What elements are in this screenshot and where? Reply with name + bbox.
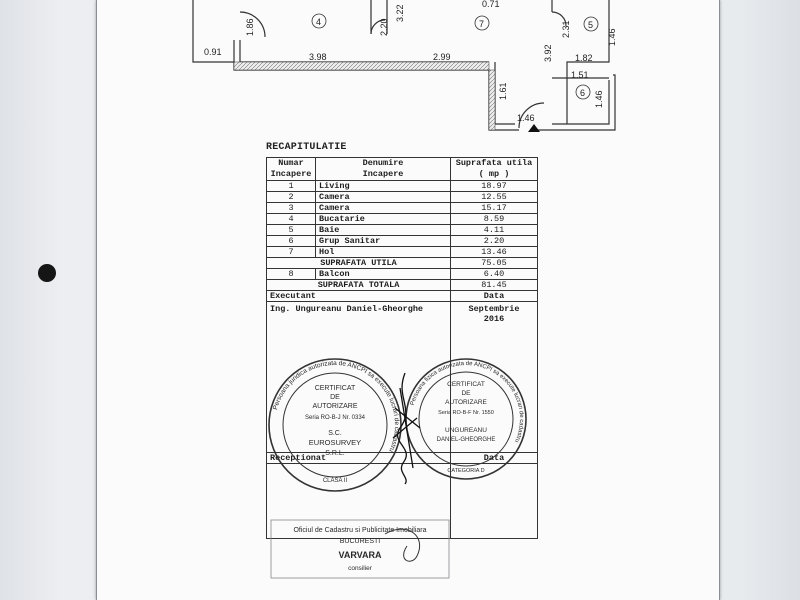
office-stamp-line: BUCURESTI — [340, 538, 381, 545]
company-stamp-line: CERTIFICAT — [315, 385, 356, 392]
person-stamp-line: DE — [461, 390, 471, 397]
dim-3-92: 3.92 — [543, 44, 553, 62]
dim-1-82: 1.82 — [575, 53, 593, 63]
person-stamp: Persoana fizica autorizata de ANCPI sa e… — [403, 355, 529, 488]
dim-0-71: 0.71 — [482, 0, 500, 9]
executant-date-month: Septembrie — [468, 304, 520, 314]
suprafata-utila-row: SUPRAFATA UTILA 75.05 — [266, 257, 538, 269]
recap-table: Numar Incapere Denumire Incapere Suprafa… — [266, 157, 538, 539]
executant-body-row: Ing. Ungureanu Daniel-Gheorghe Septembri… — [266, 301, 538, 453]
person-stamp-line: Seria RO-B-F Nr. 1550 — [438, 410, 494, 416]
header-row: Numar Incapere Denumire Incapere Suprafa… — [266, 157, 538, 181]
header-numar: Numar Incapere — [266, 157, 316, 181]
room-label-5: 5 — [588, 20, 593, 30]
dim-2-20: 2.20 — [379, 18, 389, 36]
dim-1-51: 1.51 — [571, 70, 589, 80]
dim-3-98: 3.98 — [309, 52, 327, 62]
document-sheet: 4 7 5 6 1.86 3.22 0.71 2.20 2.31 1.46 0.… — [96, 0, 720, 600]
binder-hole — [38, 264, 56, 282]
executant-signature — [392, 372, 421, 485]
person-stamp-line: AUTORIZARE — [445, 399, 487, 406]
person-stamp-line: CERTIFICAT — [447, 381, 485, 388]
header-denumire: Denumire Incapere — [315, 157, 451, 181]
office-stamp-line: consilier — [348, 565, 373, 572]
receptionat-body-row — [266, 463, 538, 539]
dim-1-61: 1.61 — [498, 82, 508, 100]
header-suprafata: Suprafata utila ( mp ) — [450, 157, 538, 181]
floor-plan: 4 7 5 6 1.86 3.22 0.71 2.20 2.31 1.46 0.… — [192, 0, 617, 132]
room-label-4: 4 — [316, 17, 321, 27]
person-stamp-footer: CATEGORIA D — [447, 468, 484, 474]
dim-1-86: 1.86 — [245, 18, 255, 36]
company-stamp-line: S.C. — [328, 430, 342, 437]
company-stamp-line: AUTORIZARE — [313, 403, 358, 410]
dim-2-31: 2.31 — [561, 20, 571, 38]
executant-name: Ing. Ungureanu Daniel-Gheorghe — [270, 304, 424, 314]
dim-1-46-right: 1.46 — [594, 90, 604, 108]
office-stamp-line: VARVARA — [338, 550, 382, 560]
company-stamp-line: S.R.L. — [325, 450, 345, 457]
dim-3-22: 3.22 — [395, 4, 405, 22]
room-label-7: 7 — [479, 19, 484, 29]
company-stamp-line: DE — [330, 394, 340, 401]
company-stamp-footer: CLASA II — [323, 478, 348, 484]
room-label-6: 6 — [580, 88, 585, 98]
company-stamp-line: Seria RO-B-J Nr. 0334 — [305, 415, 366, 421]
executant-date-year: 2016 — [483, 314, 505, 324]
person-stamp-line: UNGUREANU — [445, 427, 487, 434]
office-stamp: Oficiul de Cadastru si Publicitate Imobi… — [267, 516, 453, 589]
company-stamp-line: EUROSURVEY — [309, 438, 361, 447]
recap-title: RECAPITULATIE — [266, 142, 347, 153]
dim-1-46-door: 1.46 — [517, 113, 535, 123]
suprafata-totala-row: SUPRAFATA TOTALA 81.45 — [266, 279, 538, 291]
person-stamp-line: DANIEL-GHEORGHE — [437, 437, 496, 443]
office-stamp-line: Oficiul de Cadastru si Publicitate Imobi… — [293, 527, 426, 534]
dim-1-46-top: 1.46 — [607, 28, 617, 46]
executant-header-row: Executant Data — [266, 290, 538, 302]
dim-2-99: 2.99 — [433, 52, 451, 62]
entrance-arrow-icon — [528, 124, 540, 132]
dim-0-91: 0.91 — [204, 47, 222, 57]
company-stamp: Persoana juridica autorizata de ANCPI sa… — [265, 355, 405, 500]
